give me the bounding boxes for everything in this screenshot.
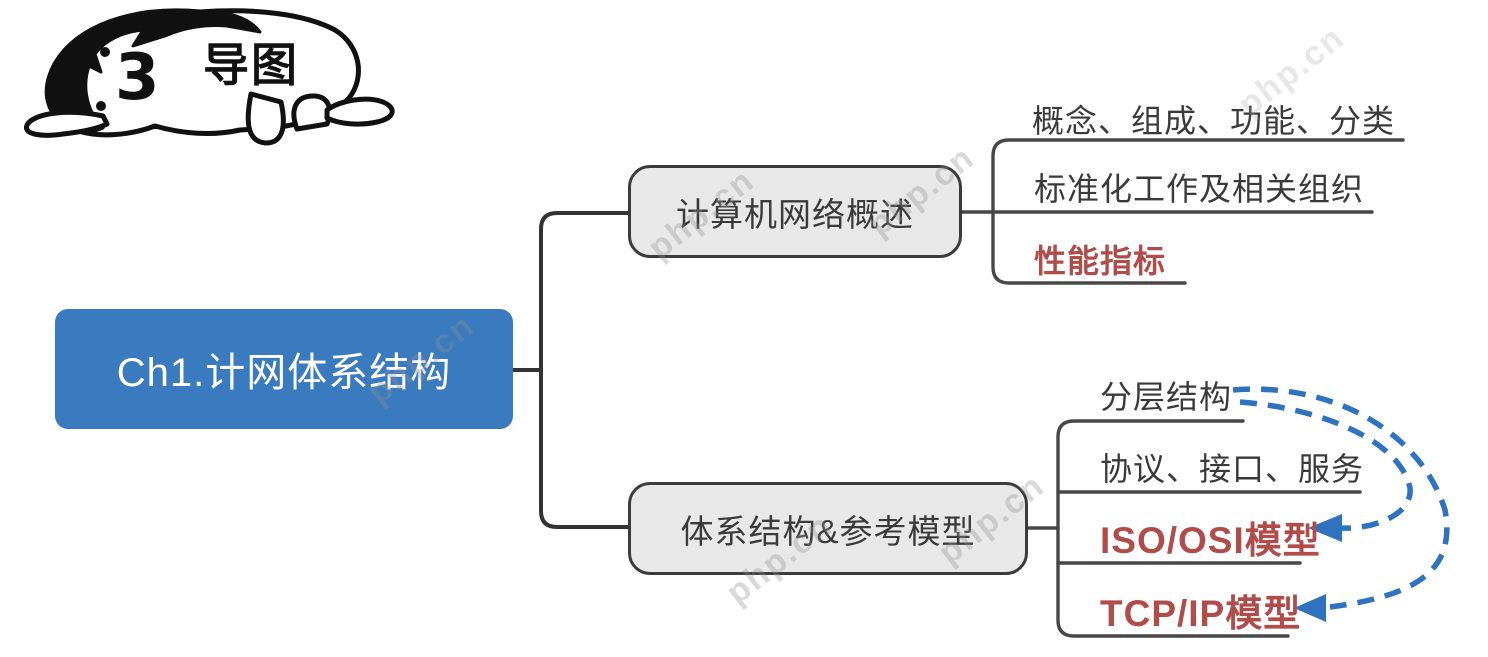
leaf-protocol-interface-service: 协议、接口、服务 <box>1100 451 1365 487</box>
sticker-title: 导图 <box>203 38 299 92</box>
arrowhead-tcpip-icon <box>1294 594 1326 622</box>
mascot-eye-top <box>100 47 110 57</box>
dashed-arrow-to-tcpip <box>1232 386 1450 610</box>
mascot-foot <box>324 96 395 127</box>
leaf-layered-structure: 分层结构 <box>1100 379 1233 415</box>
mascot-eye-bottom <box>96 101 106 111</box>
mascot-illustration: 3 导图 <box>5 2 405 150</box>
leaf-tcp-ip-model: TCP/IP模型 <box>1100 593 1302 634</box>
leaf-standardization: 标准化工作及相关组织 <box>1034 171 1365 207</box>
branch-node-architecture-models: 体系结构&参考模型 <box>628 482 1028 575</box>
branch-node-network-overview: 计算机网络概述 <box>628 165 962 258</box>
connector-root-branches <box>539 211 630 529</box>
mascot-leg <box>291 93 333 132</box>
connector-branch2-bracket <box>1056 419 1290 638</box>
mascot-drawing: 3 导图 <box>24 8 395 146</box>
mascot-mouth: 3 <box>115 41 160 115</box>
mascot-arm-middle <box>245 91 286 146</box>
leaf-performance-metrics: 性能指标 <box>1034 243 1167 279</box>
mascot-hair <box>45 9 262 133</box>
mascot-arm-left <box>24 109 110 138</box>
leaf-concept-composition: 概念、组成、功能、分类 <box>1032 103 1396 139</box>
leaf-iso-osi-model: ISO/OSI模型 <box>1100 520 1321 561</box>
connector-branch1-bracket <box>991 138 1405 285</box>
arrowhead-iso-icon <box>1308 514 1342 542</box>
root-node: Ch1.计网体系结构 <box>55 309 513 429</box>
dashed-arrow-to-iso <box>1239 399 1413 531</box>
